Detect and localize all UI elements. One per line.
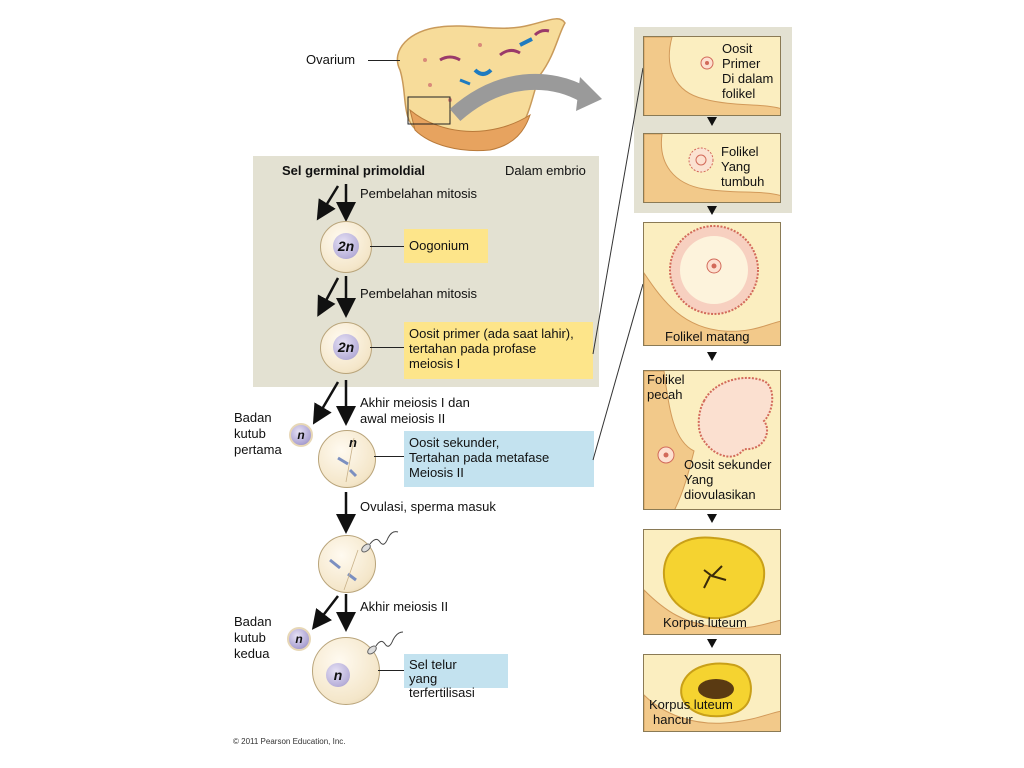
ovary-leader-line (368, 60, 400, 61)
primary-oocyte-nucleus: 2n (333, 334, 359, 360)
pathway-arrows (311, 184, 356, 632)
oogonium-leader (370, 246, 404, 247)
first-polar-body: n (289, 423, 313, 447)
second-polar-body: n (287, 627, 311, 651)
panel-mature-follicle: Folikel matang (643, 222, 781, 346)
oogonium-nucleus: 2n (333, 233, 359, 259)
panel-corpus-luteum: Korpus luteum (643, 529, 781, 635)
step-ovulation: Ovulasi, sperma masuk (360, 499, 496, 514)
primary-oocyte-label: Oosit primer (ada saat lahir),tertahan p… (404, 322, 593, 379)
arrow-down-1 (707, 117, 717, 126)
ovary-illustration (396, 18, 602, 152)
arrow-down-2 (707, 206, 717, 215)
sperm-icon-2 (367, 631, 404, 655)
connector-lines (592, 67, 644, 461)
copyright: © 2011 Pearson Education, Inc. (233, 737, 346, 746)
arrow-down-5 (707, 639, 717, 648)
chromosome-icon (337, 437, 358, 483)
sperm-icon (329, 531, 399, 591)
step-mitosis-1: Pembelahan mitosis (360, 186, 478, 201)
embryo-title: Sel germinal primoldial (282, 163, 426, 178)
oogonium-label: Oogonium (404, 229, 488, 263)
arrow-down-3 (707, 352, 717, 361)
secondary-oocyte-leader (374, 456, 404, 457)
primary-oocyte-leader (370, 347, 404, 348)
arrow-down-4 (707, 514, 717, 523)
embryo-context: Dalam embrio (505, 163, 586, 178)
ovary-label: Ovarium (306, 52, 356, 67)
step-meiosis-2: Akhir meiosis II (360, 599, 449, 614)
step-mitosis-2: Pembelahan mitosis (360, 286, 478, 301)
fertilized-egg-leader (378, 670, 404, 671)
fertilized-egg-nucleus: n (326, 663, 350, 687)
